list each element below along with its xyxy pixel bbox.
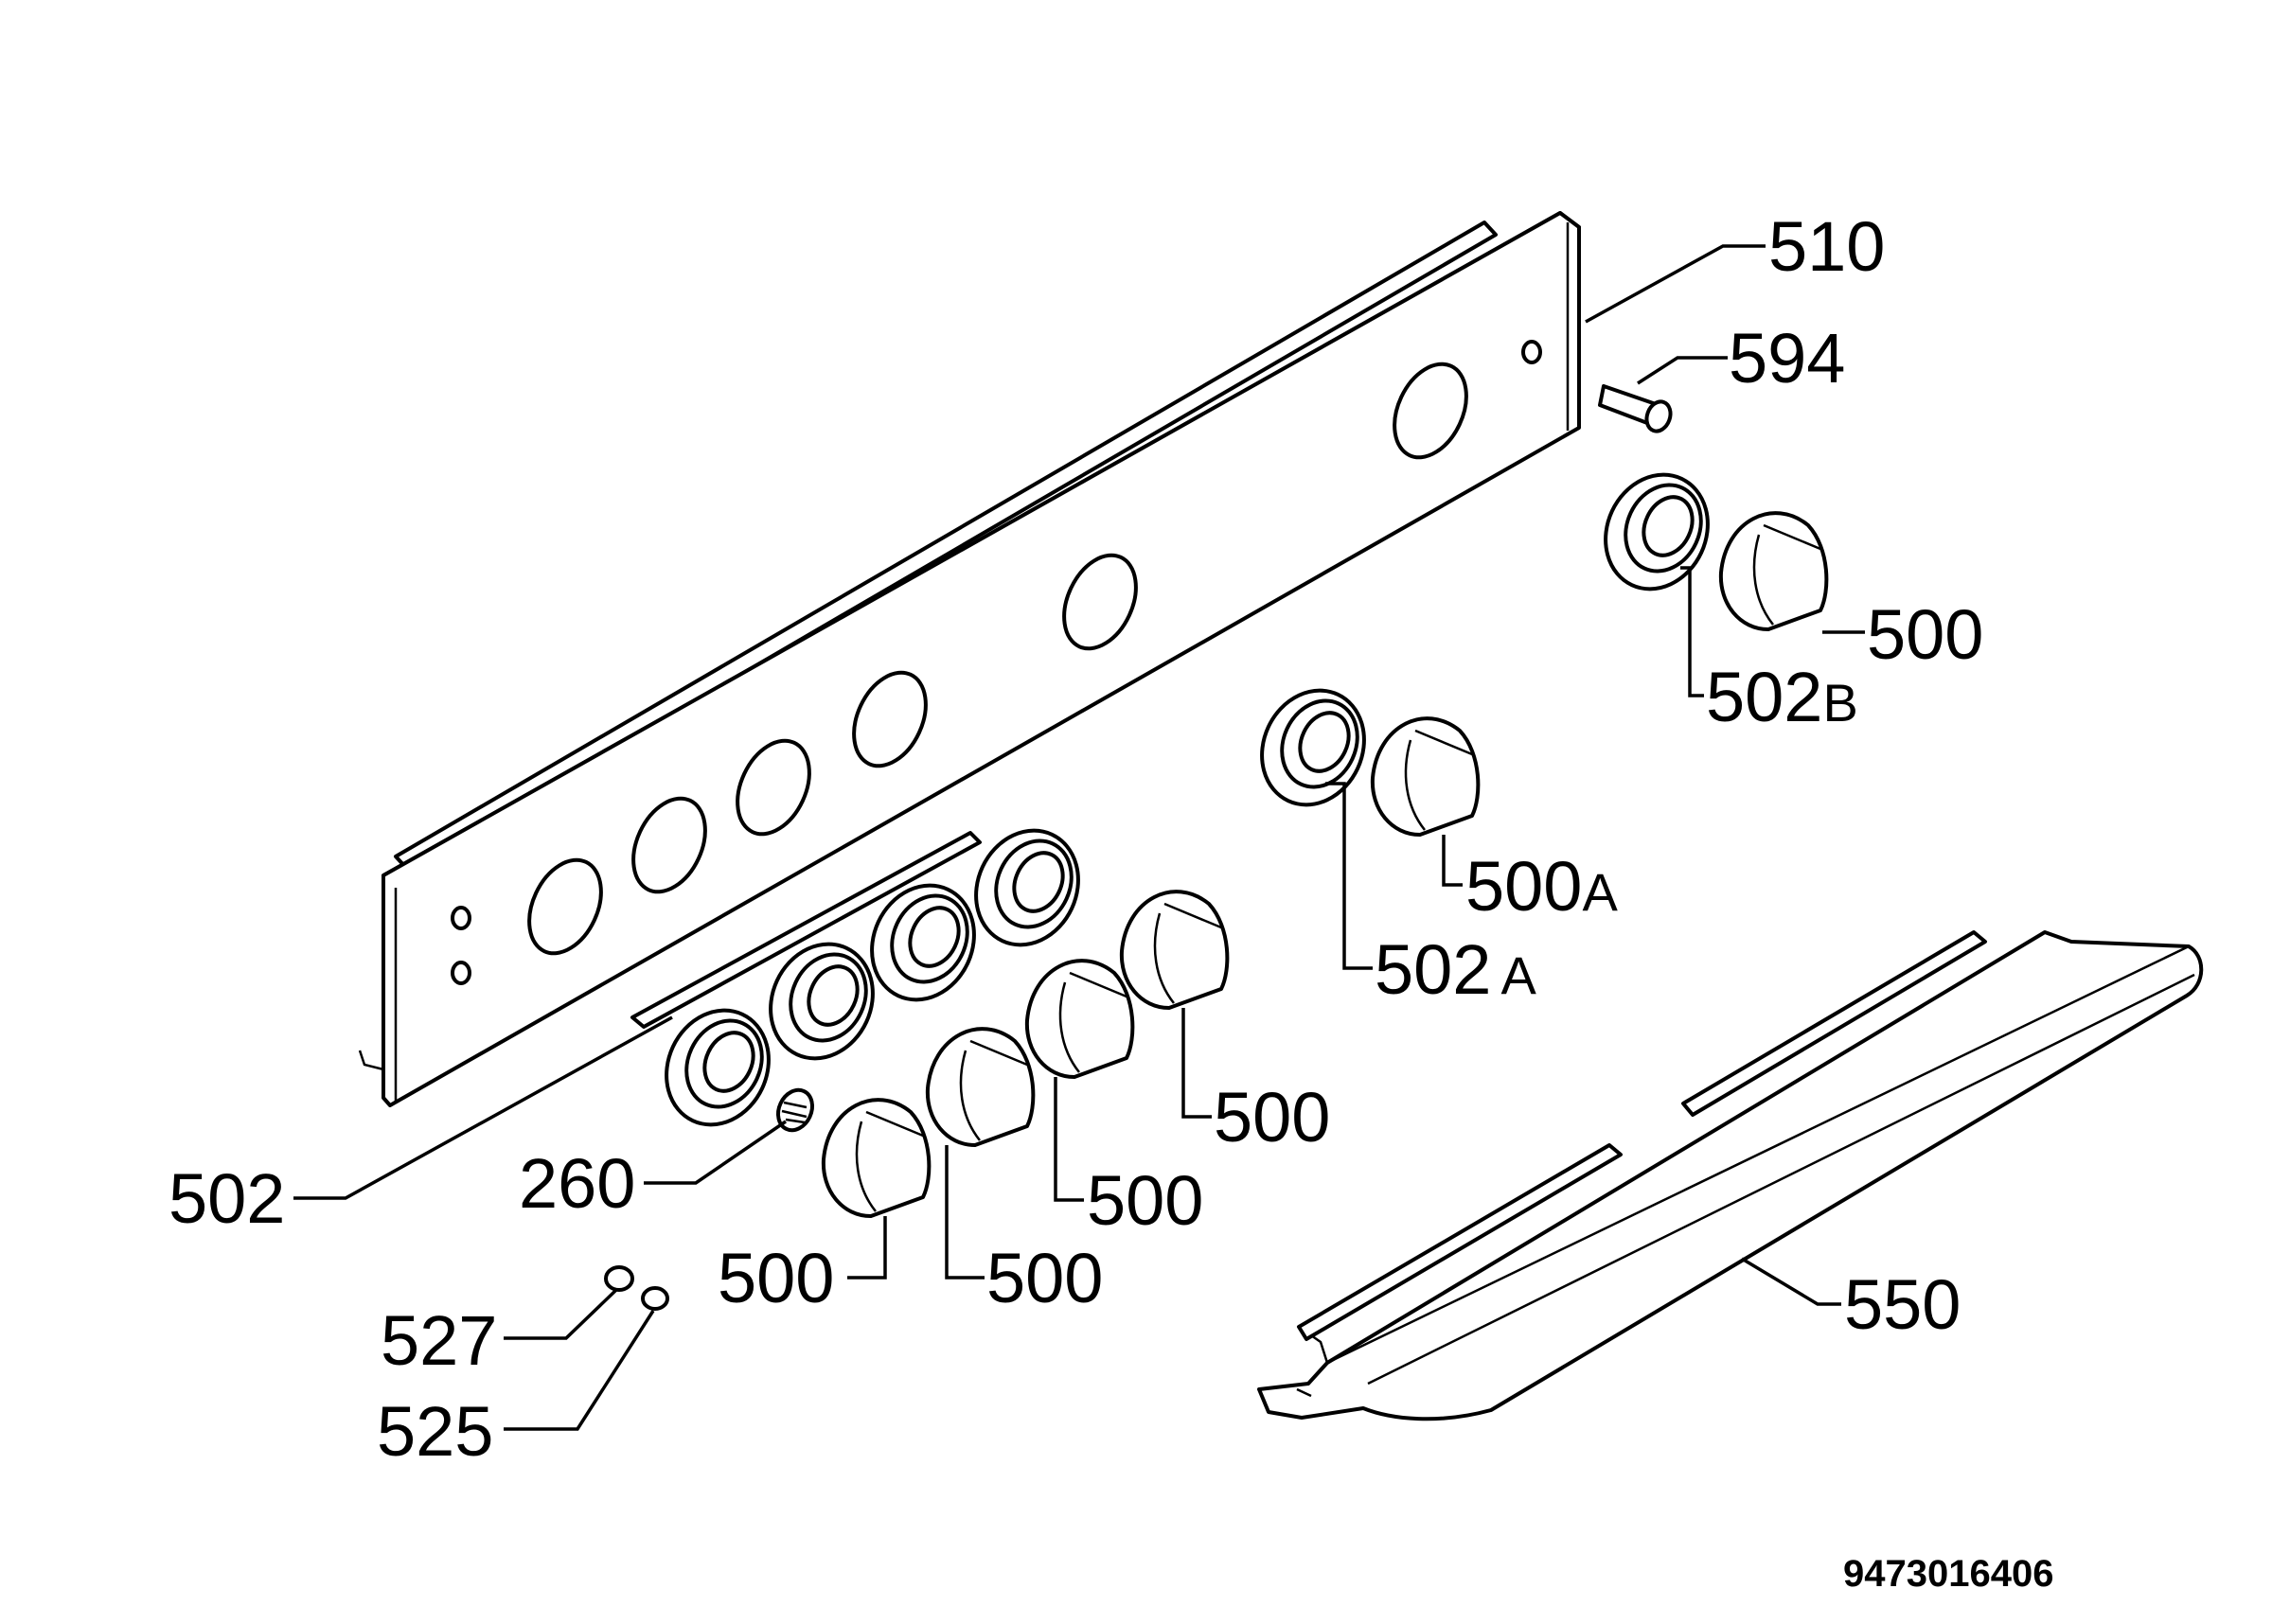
leader-525 [504,1310,655,1431]
bezel-502-4 [974,828,1080,947]
label-502b: 502B [1706,658,1858,736]
spring-260 [776,1087,814,1133]
knob-500-4 [1119,890,1230,1010]
bezel-502-2 [769,942,875,1061]
bezel-bracket [630,831,982,1029]
leader-502b [1680,566,1704,697]
label-500-m: 500 [1087,1161,1203,1240]
pin-594 [1598,384,1673,433]
control-panel-510 [358,211,1581,1107]
label-260: 260 [519,1144,635,1223]
leader-500-2 [945,1145,985,1280]
label-510: 510 [1768,207,1885,286]
leader-500-1 [847,1216,887,1280]
knob-500-1 [821,1098,932,1218]
label-527: 527 [381,1301,497,1380]
leader-550 [1741,1257,1841,1306]
label-550: 550 [1844,1265,1961,1344]
bezel-502-1 [665,1008,771,1127]
leader-510 [1585,244,1766,324]
label-500-r: 500 [1214,1078,1330,1156]
leader-502 [293,1015,673,1200]
cap-527 [604,1265,634,1292]
document-number: 9473016406 [1843,1553,2053,1595]
label-500a: 500A [1465,847,1618,926]
knob-500-2 [925,1027,1036,1147]
leader-502a [1325,782,1373,970]
leader-lines [293,244,1865,1431]
bezel-502b [1604,472,1710,591]
bezel-502-3 [870,883,976,1002]
handle-550 [1257,930,2204,1421]
bezel-502a [1260,688,1366,807]
knob-500-3 [1024,959,1135,1079]
knob-500a [1370,716,1481,837]
leader-527 [504,1287,619,1340]
knob-500b [1718,511,1829,631]
leader-260 [644,1120,787,1185]
label-500-2: 500 [986,1239,1103,1317]
leader-500a [1442,835,1463,887]
cap-525 [641,1286,669,1311]
label-594: 594 [1729,319,1845,397]
label-502: 502 [169,1159,285,1238]
leader-500-r [1181,1008,1212,1119]
leader-500-m [1054,1077,1084,1202]
label-500-1: 500 [718,1239,834,1317]
leader-594 [1637,356,1728,385]
bezel-group-502 [665,828,1080,1127]
label-500-b: 500 [1867,595,1983,674]
label-525: 525 [377,1392,493,1471]
